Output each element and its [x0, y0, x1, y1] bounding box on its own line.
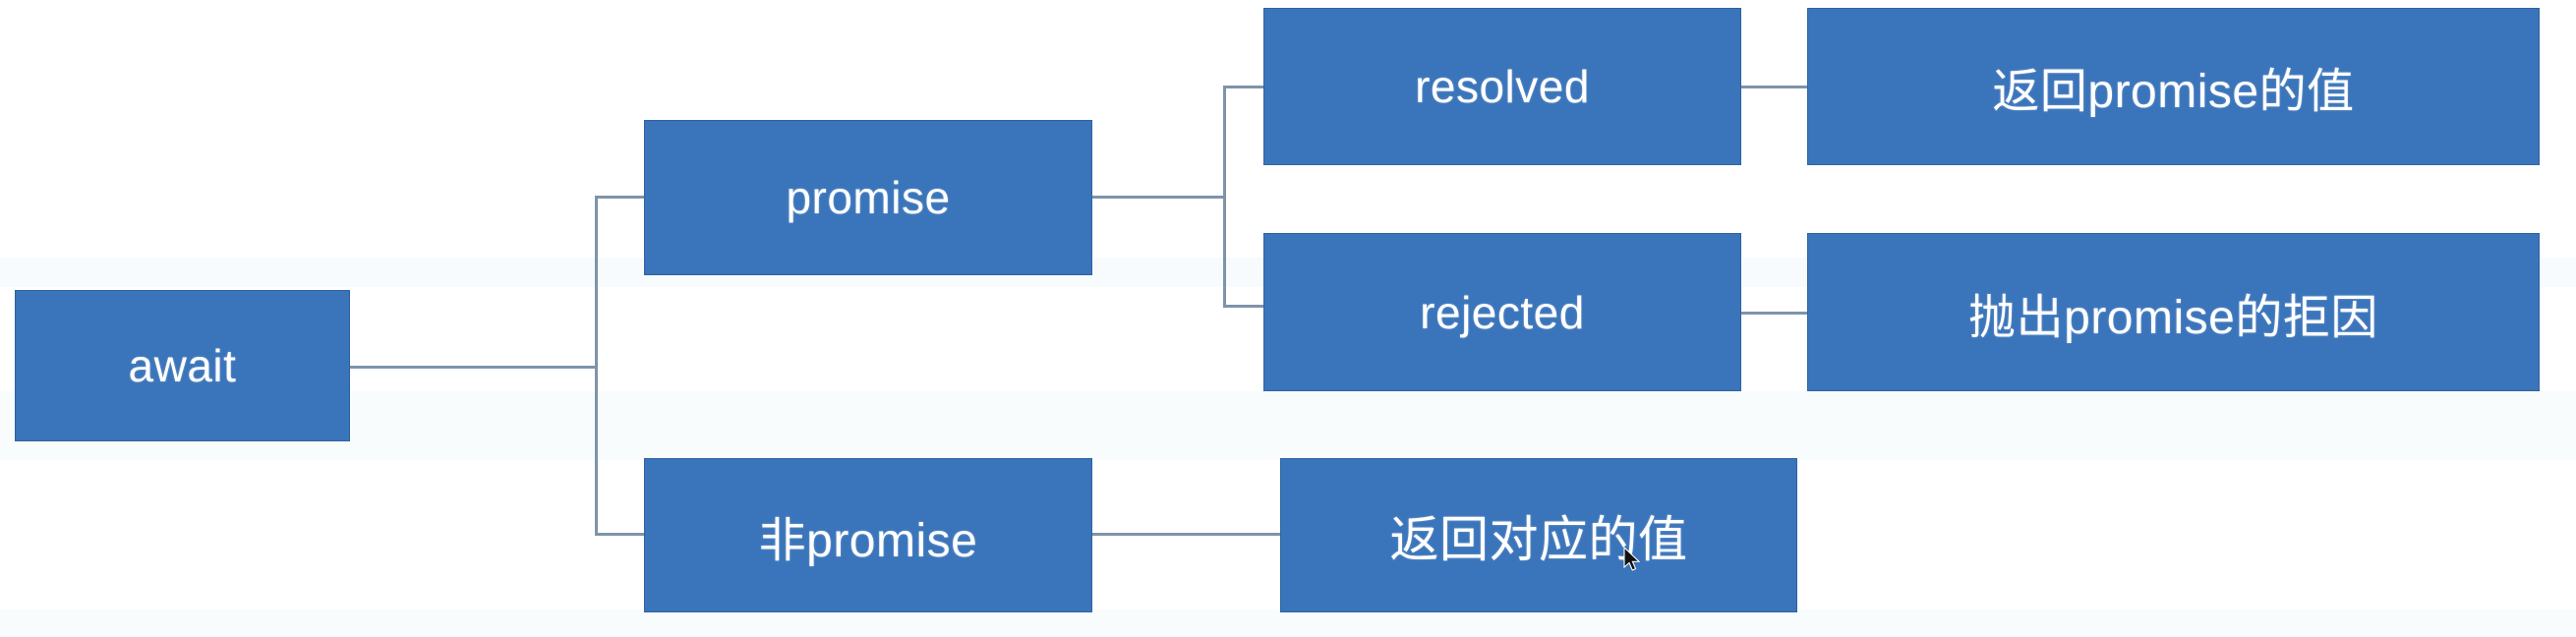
background-wash-bottom	[0, 609, 2576, 637]
node-non-promise[interactable]: 非promise	[644, 458, 1092, 612]
edge-non-promise-result	[1091, 533, 1280, 536]
node-result-resolved[interactable]: 返回promise的值	[1807, 8, 2540, 165]
node-await[interactable]: await	[15, 290, 350, 441]
node-result-non-promise[interactable]: 返回对应的值	[1280, 458, 1797, 612]
edge-non-promise-stub	[595, 533, 646, 536]
node-rejected[interactable]: rejected	[1263, 233, 1741, 391]
edge-resolved-stub	[1223, 86, 1266, 88]
edge-await-bracket	[595, 196, 598, 536]
edge-promise-out-stub	[1091, 196, 1226, 199]
edge-rejected-result	[1740, 312, 1809, 315]
node-resolved[interactable]: resolved	[1263, 8, 1741, 165]
edge-resolved-result	[1740, 86, 1809, 88]
edge-rejected-stub	[1223, 305, 1266, 308]
edge-promise-stub	[595, 196, 646, 199]
edge-await-stub	[350, 366, 598, 369]
node-result-rejected[interactable]: 抛出promise的拒因	[1807, 233, 2540, 391]
node-promise[interactable]: promise	[644, 120, 1092, 275]
edge-promise-bracket	[1223, 86, 1226, 307]
background-wash-lower	[0, 391, 2576, 460]
